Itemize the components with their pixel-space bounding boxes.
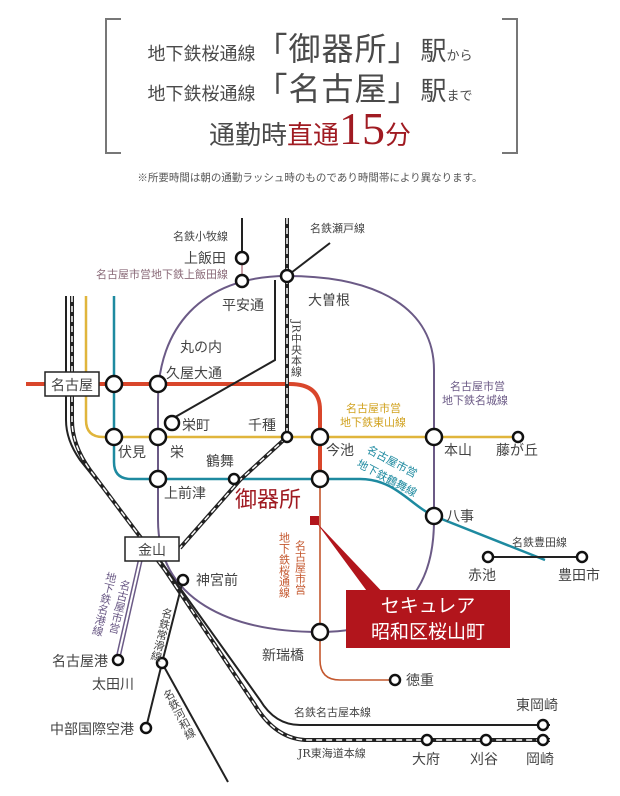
label-meijo-1: 名古屋市営 (450, 379, 505, 393)
label-meitetsu-nagoya: 名鉄名古屋本線 (294, 705, 371, 719)
station-kamimaezu: 上前津 (164, 485, 206, 502)
station-nagoya: 名古屋 (51, 378, 93, 394)
station-otagawa: 太田川 (92, 677, 134, 693)
line-name: 地下鉄桜通線 (147, 84, 256, 105)
station-tokushige: 徳重 (406, 673, 434, 689)
station-aratamabashi: 新瑞橋 (262, 648, 304, 664)
station-sakae: 栄 (170, 445, 184, 461)
label-sakura-2: 地下鉄桜通線 (278, 532, 291, 598)
label-kamiiida-line: 名古屋市営地下鉄上飯田線 (96, 267, 228, 281)
station-kamiiida: 上飯田 (184, 250, 226, 267)
label-sakura-1: 名古屋市営 (294, 539, 307, 596)
route-map: 名古屋 金山 名鉄小牧線 名古屋市営地下鉄上飯田線 名鉄瀬戸線 JR中央本線 名… (26, 218, 600, 783)
station-nagoyako: 名古屋港 (52, 654, 108, 670)
property-name: セキュレア (380, 595, 476, 617)
minutes-value: 15 (339, 103, 385, 154)
station-fushimi: 伏見 (118, 445, 146, 461)
station-fujigaoka: 藤が丘 (496, 443, 538, 459)
station-sakaemachi: 栄町 (182, 418, 210, 434)
sakura-dori-line-south (319, 480, 395, 681)
station-obu: 大府 (412, 752, 440, 768)
headline-line-2: 地下鉄桜通線「名古屋」駅まで (0, 64, 620, 110)
from-particle: から (446, 49, 473, 64)
station-markers (104, 250, 589, 747)
destination-station: 「名古屋」 (255, 70, 421, 108)
station-toyotashi: 豊田市 (558, 567, 600, 584)
label-jr-chuo: JR中央本線 (290, 319, 303, 377)
label-higashiyama-1: 名古屋市営 (346, 401, 401, 415)
station-okazaki: 岡崎 (526, 752, 554, 768)
pointer (316, 522, 388, 598)
line-name: 地下鉄桜通線 (147, 44, 256, 65)
meitetsu-seto-inner (169, 280, 276, 421)
station-suffix: 駅 (420, 77, 447, 107)
meitetsu-seto-line (286, 242, 331, 277)
station-imaike: 今池 (326, 443, 354, 459)
station-marunouchi: 丸の内 (180, 340, 222, 356)
label-meitetsu-komaki: 名鉄小牧線 (173, 229, 228, 243)
left-bracket (105, 18, 121, 154)
station-centrair: 中部国際空港 (50, 722, 134, 738)
property-callout: セキュレア 昭和区桜山町 (346, 590, 510, 648)
label-meijo-2: 地下鉄名城線 (442, 393, 508, 407)
station-yagoto: 八事 (446, 509, 474, 525)
property-location: 昭和区桜山町 (370, 621, 485, 643)
station-hisaya: 久屋大通 (166, 366, 222, 382)
meitetsu-kowa-line (161, 662, 229, 783)
station-kanayama: 金山 (138, 543, 166, 559)
station-suffix: 駅 (420, 37, 447, 67)
sakura-dori-line (26, 382, 322, 480)
label-jr-tokaido: JR東海道本線 (297, 746, 366, 760)
headline-line-1: 地下鉄桜通線「御器所」駅から (0, 24, 620, 70)
right-bracket (502, 18, 518, 154)
station-ozone: 大曽根 (308, 293, 350, 309)
station-akaike: 赤池 (468, 568, 496, 584)
label-toyota: 名鉄豊田線 (512, 535, 567, 549)
station-tsurumai: 鶴舞 (206, 453, 234, 470)
station-kariya: 刈谷 (470, 752, 498, 768)
to-particle: まで (446, 89, 473, 104)
station-higashiokazaki: 東岡崎 (516, 698, 558, 714)
label-tokoname: 名鉄常滑線 (148, 605, 174, 663)
tsurumai-line (112, 296, 546, 562)
station-heiando: 平安通 (222, 298, 264, 314)
headline-line-3: 通勤時直通15分 (0, 106, 620, 152)
station-jingumae: 神宮前 (196, 572, 238, 589)
label-higashiyama-2: 地下鉄東山線 (340, 415, 406, 429)
direct-label: 直通 (286, 121, 339, 151)
label-meitetsu-seto: 名鉄瀬戸線 (310, 221, 365, 235)
minutes-unit: 分 (385, 121, 412, 151)
property-marker (310, 516, 319, 525)
origin-station: 「御器所」 (255, 30, 421, 68)
commute-label: 通勤時 (208, 121, 287, 151)
nagoya-box (44, 371, 100, 397)
meitetsu-nagoya-line (65, 296, 550, 726)
headline-block: 地下鉄桜通線「御器所」駅から 地下鉄桜通線「名古屋」駅まで 通勤時直通15分 ※… (0, 0, 620, 200)
higashiyama-line (84, 296, 518, 439)
station-chikusa: 千種 (248, 418, 276, 434)
footnote: ※所要時間は朝の通勤ラッシュ時のものであり時間帯により異なります。 (137, 172, 483, 184)
station-gokiso: 御器所 (235, 488, 301, 513)
station-motoyama: 本山 (444, 443, 472, 459)
kanayama-box (124, 536, 180, 562)
